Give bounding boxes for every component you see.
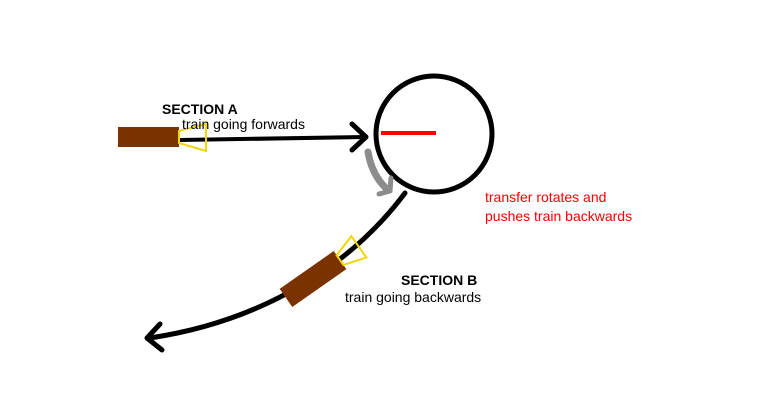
section-b-track: [147, 190, 408, 341]
rotation-arrowhead-icon: [376, 175, 394, 197]
section-b-arrowhead-icon: [144, 321, 165, 353]
section-a-train-body: [118, 127, 179, 147]
section-a-train-front: [178, 122, 207, 153]
rotation-arrow: [364, 148, 394, 197]
section-b-heading: SECTION B: [401, 272, 478, 288]
section-b-train-front: [335, 234, 368, 267]
transfer-table: [373, 73, 495, 195]
section-b-train-body: [279, 251, 347, 307]
curved-arrow-icon: [364, 148, 392, 194]
transfer-note-line1: transfer rotates and: [485, 189, 607, 205]
section-a-caption: train going forwards: [182, 116, 305, 132]
section-a-heading: SECTION A: [162, 101, 238, 117]
section-a-arrowhead-icon: [349, 121, 369, 153]
transfer-note-line2: pushes train backwards: [485, 208, 633, 224]
section-b-caption: train going backwards: [345, 289, 482, 305]
section-b-train: [279, 234, 368, 307]
